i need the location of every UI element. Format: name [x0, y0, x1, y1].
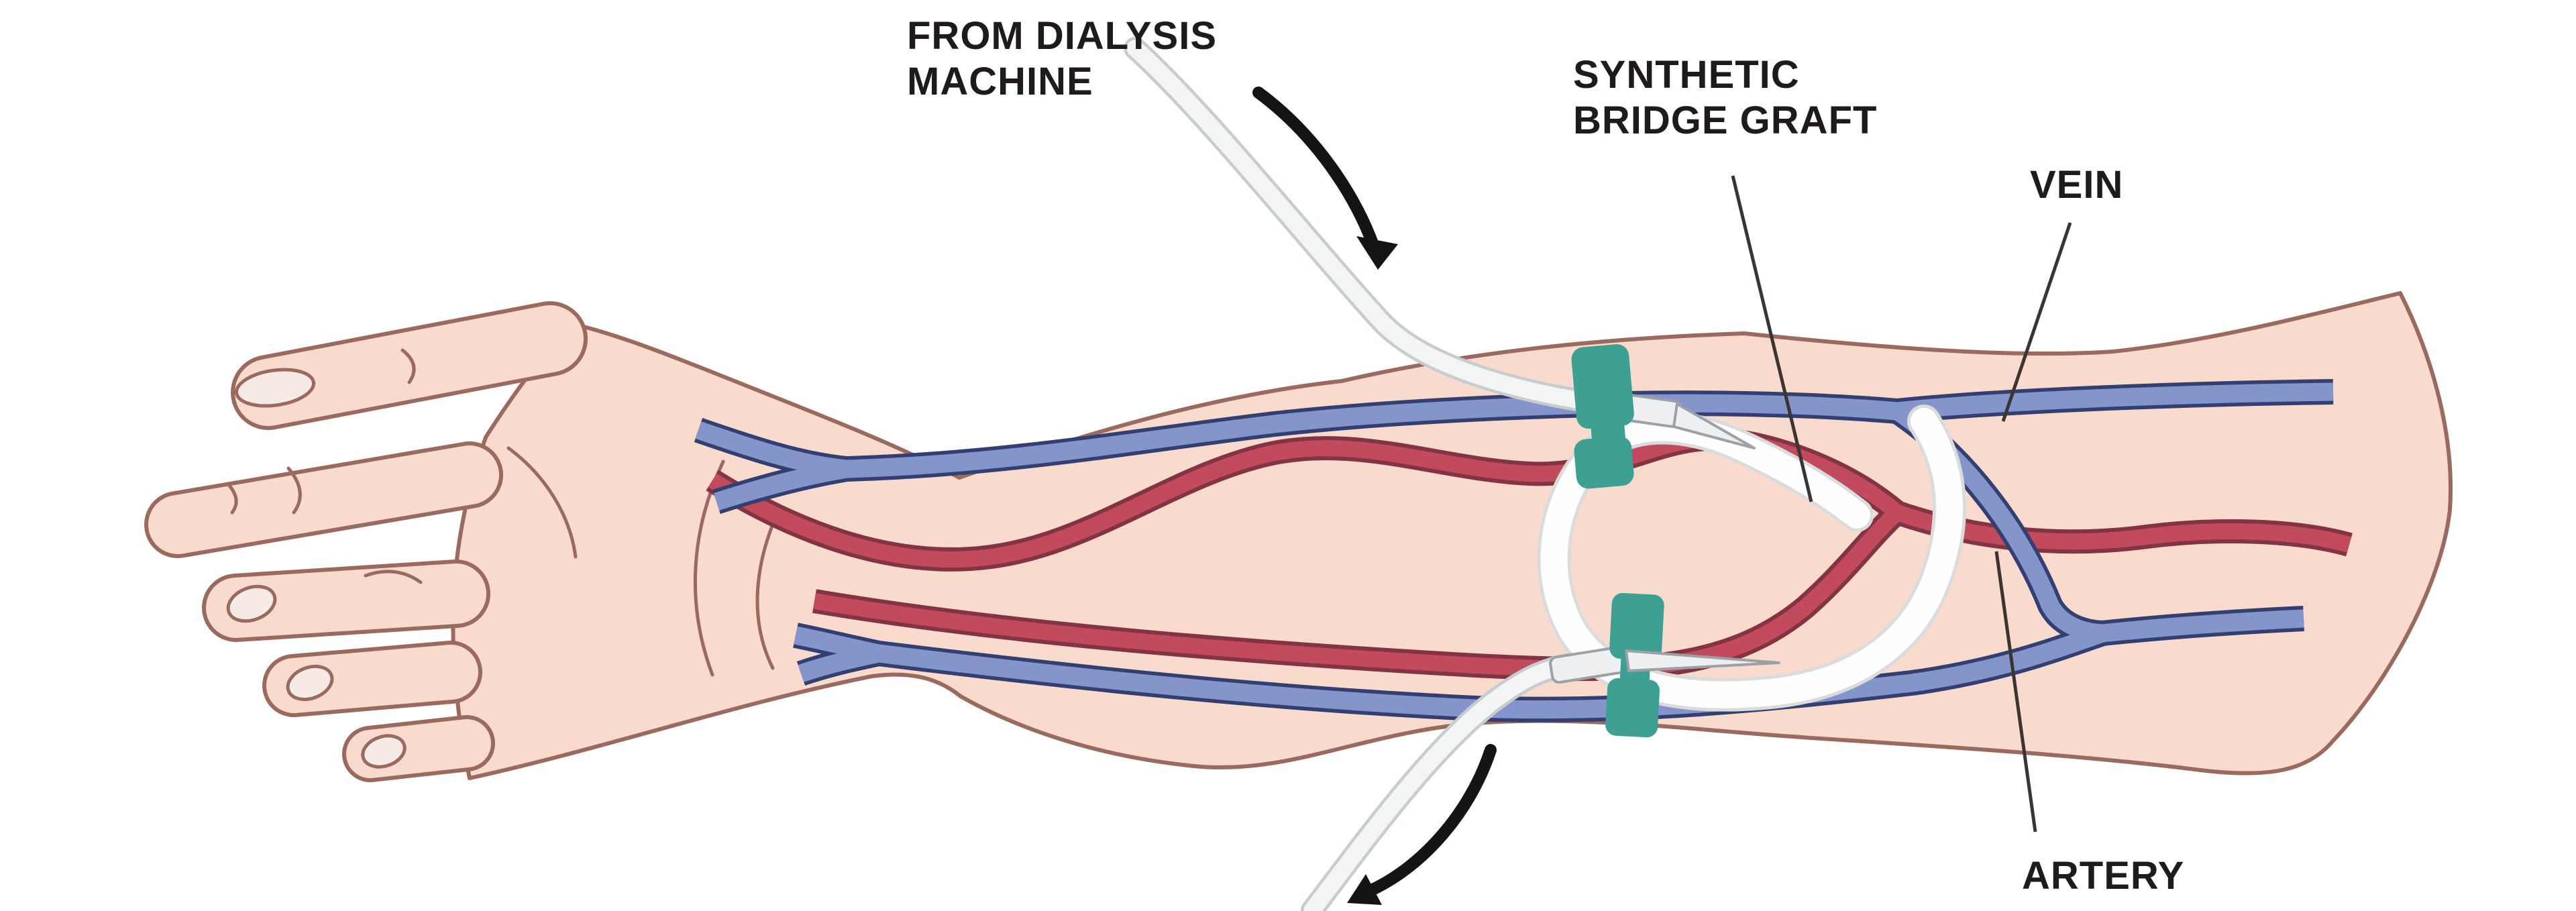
graft-label-line1: SYNTHETIC: [1573, 53, 1800, 97]
thumb-crease: [400, 348, 416, 384]
inflow-arrowhead-icon: [1356, 236, 1398, 270]
inflow-arrow-icon: [1252, 87, 1380, 253]
fingernails: [226, 368, 407, 769]
palm-crease-3: [506, 446, 578, 559]
tubes-group: [1124, 37, 1635, 911]
vein-label: VEIN: [2030, 163, 2124, 207]
outflow-arrowhead-icon: [1347, 874, 1382, 905]
outflow-tube: [1303, 655, 1578, 911]
leader-lines-group: [1731, 175, 2072, 833]
vein-leader-line: [2001, 222, 2072, 422]
thumb-nail-icon: [234, 368, 316, 408]
middle-nail-icon: [226, 584, 277, 623]
flow-arrows-group: [1252, 87, 1497, 896]
pinky-nail-icon: [361, 734, 407, 769]
basilic-vein-stub: [798, 644, 881, 682]
upper-clamp: [1571, 344, 1634, 489]
from-dialysis-line2: MACHINE: [907, 60, 1093, 103]
synthetic-bridge-graft-label: SYNTHETIC BRIDGE GRAFT: [1573, 52, 1877, 144]
artery-leader-line: [1994, 551, 2037, 833]
index-crease: [286, 466, 302, 515]
cephalic-vein-stub: [713, 460, 849, 511]
ring-nail-icon: [286, 664, 334, 702]
cephalic-vein: [695, 382, 2334, 478]
middle-base-crease: [364, 570, 423, 584]
index-crease-2: [227, 484, 238, 515]
merged-artery: [1894, 504, 2352, 553]
from-dialysis-line1: FROM DIALYSIS: [907, 14, 1218, 58]
flow-arrowheads: [1347, 236, 1398, 905]
index-fill: [148, 445, 499, 554]
graft-leader-line: [1731, 175, 1813, 502]
upper-clamp-bottom: [1574, 436, 1634, 489]
from-dialysis-machine-label: FROM DIALYSIS MACHINE: [907, 13, 1217, 105]
outflow-arrow-icon: [1366, 744, 1497, 896]
lower-clamp-bottom: [1605, 678, 1660, 738]
upper-needle: [1672, 403, 1756, 449]
palm-crease-2: [755, 506, 782, 670]
graft-label-line2: BRIDGE GRAFT: [1573, 99, 1878, 142]
inflow-tube: [1126, 40, 1632, 415]
artery-label: ARTERY: [2022, 854, 2185, 898]
lower-needle: [1625, 649, 1780, 672]
